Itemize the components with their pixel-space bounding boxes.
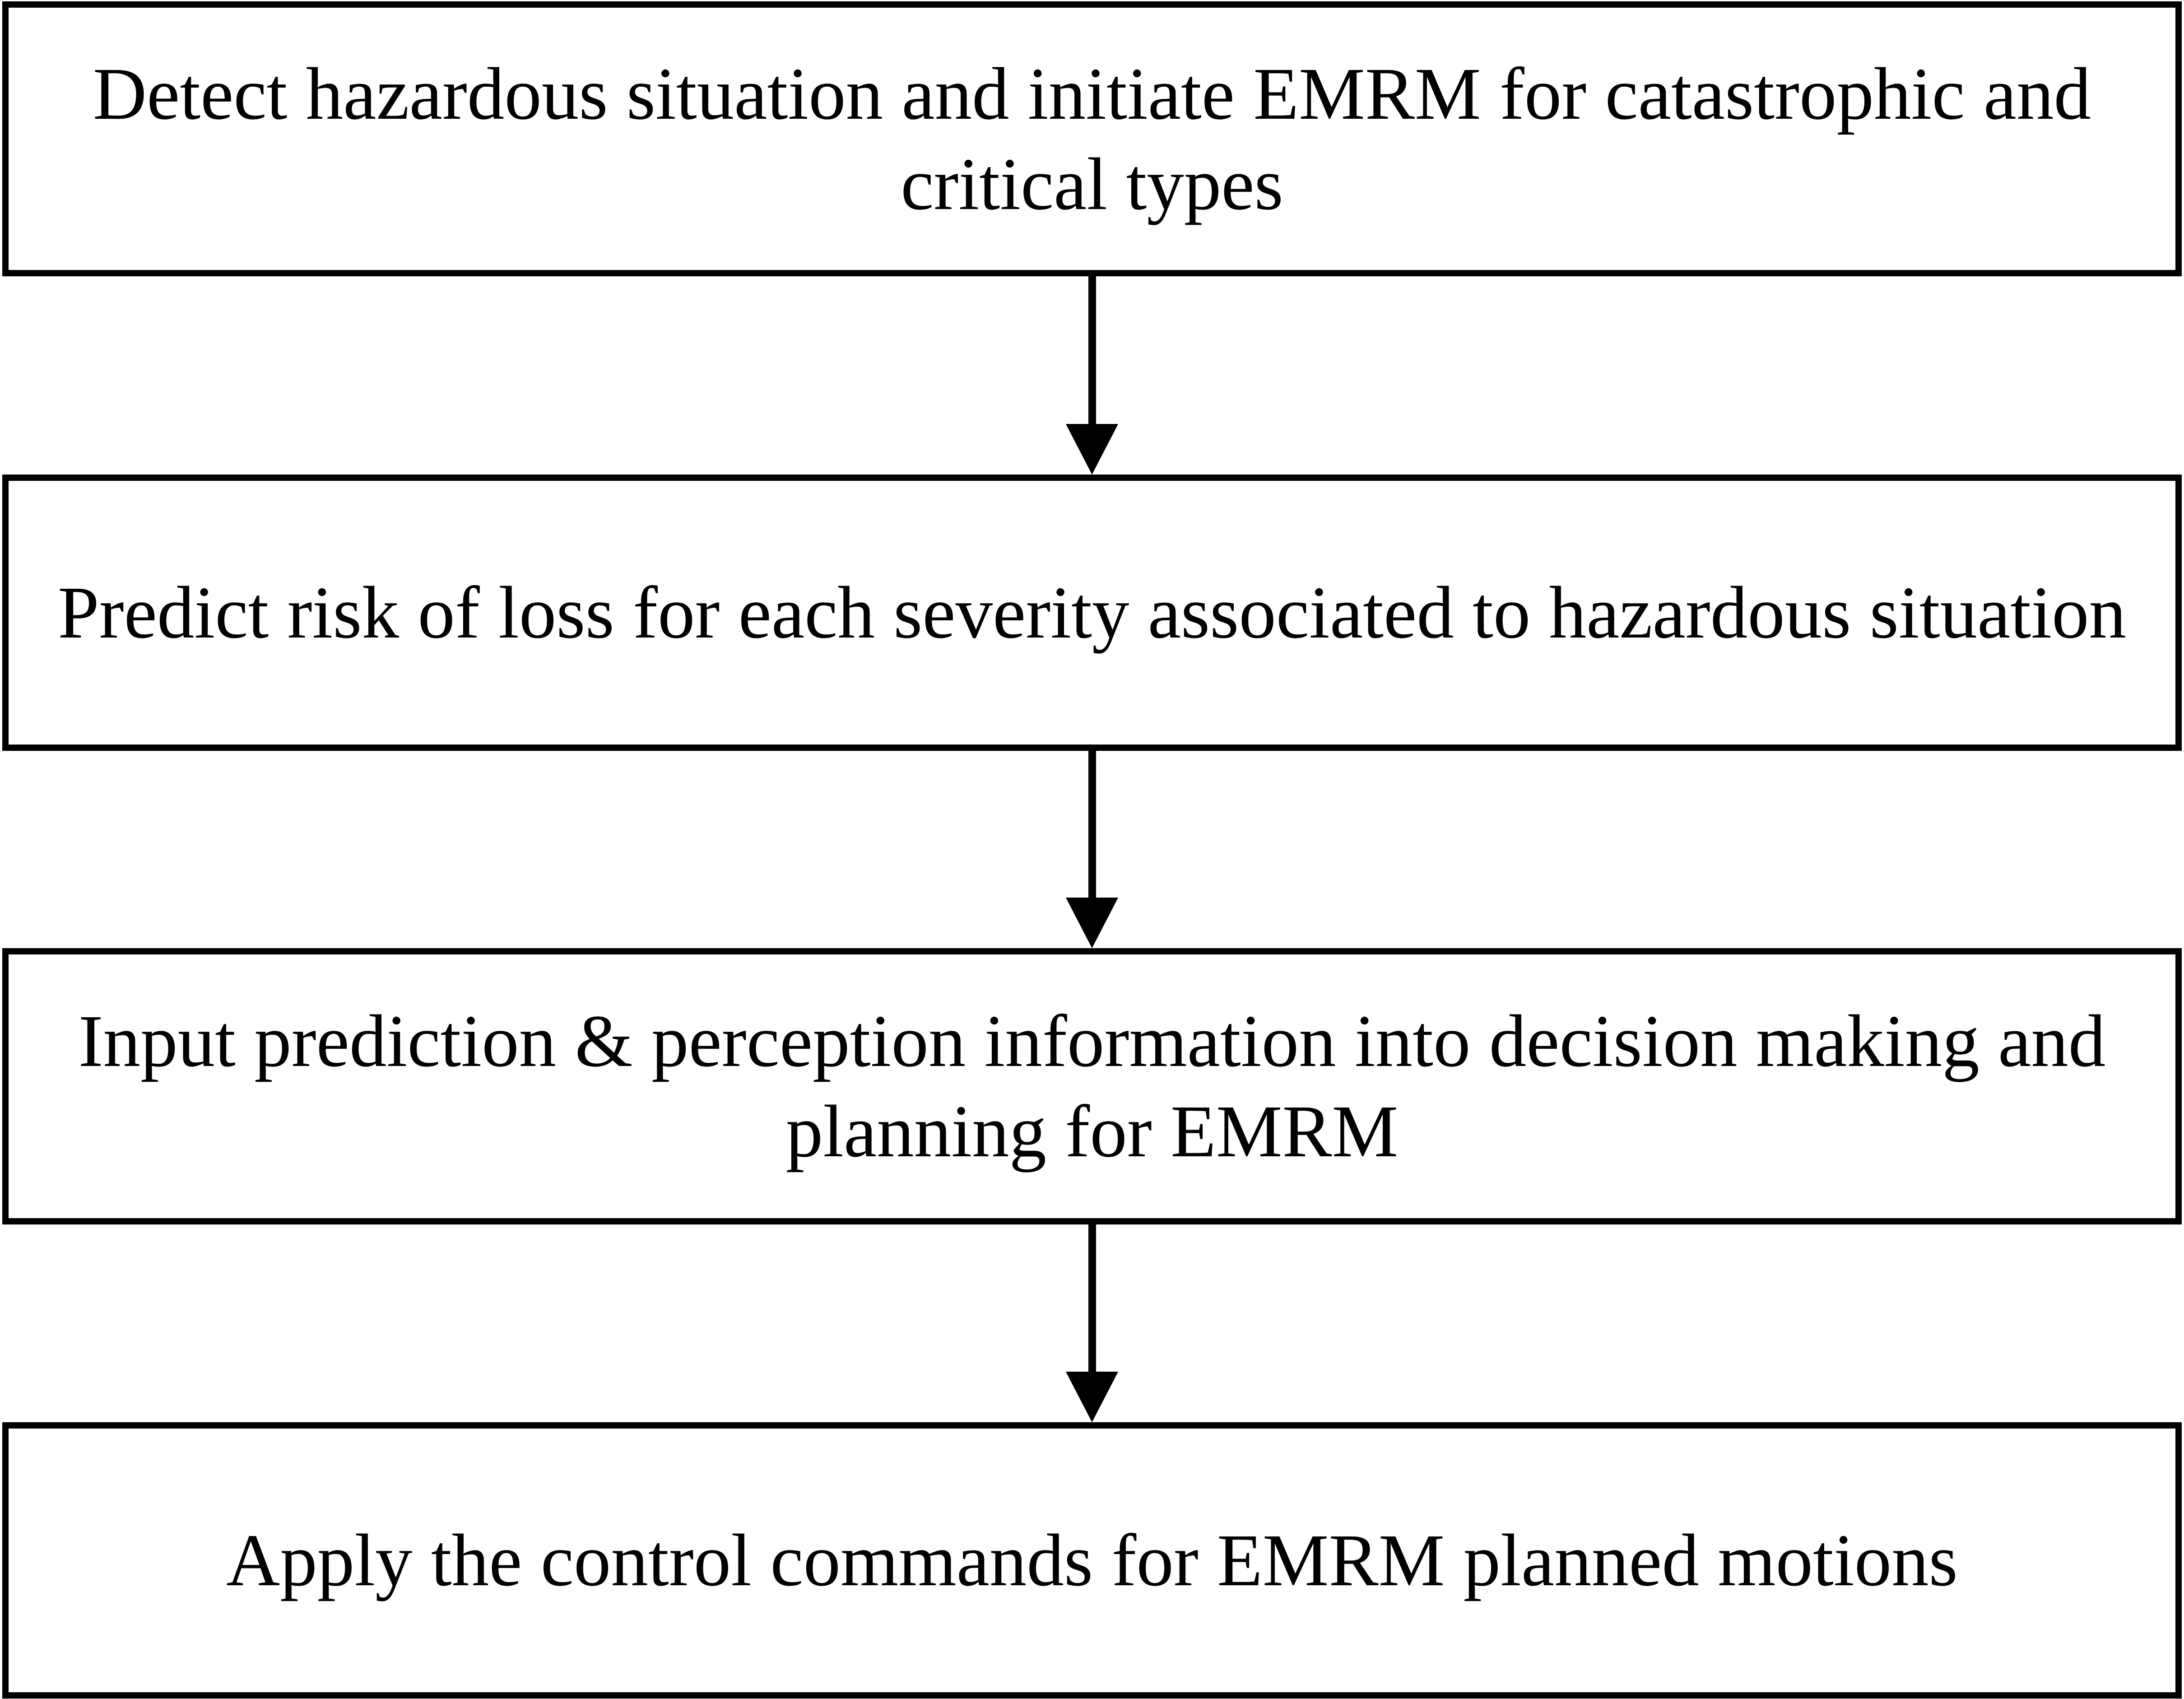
connector-arrow-stem: [1088, 749, 1096, 898]
flow-step-text-line: Detect hazardous situation and initiate …: [93, 52, 2091, 135]
flow-step-input-decision: Input prediction & perception informatio…: [2, 948, 2182, 1224]
flow-step-apply-control: Apply the control commands for EMRM plan…: [2, 1422, 2182, 1699]
flow-step-text-line: critical types: [901, 142, 1283, 225]
flow-step-text-line: Apply the control commands for EMRM plan…: [226, 1519, 1958, 1601]
connector-arrow-stem: [1088, 273, 1096, 425]
arrow-down-icon: [1066, 424, 1118, 475]
arrow-down-icon: [1066, 898, 1118, 948]
flow-step-text-line: planning for EMRM: [785, 1090, 1399, 1173]
flow-step-detect-hazard: Detect hazardous situation and initiate …: [2, 1, 2182, 276]
flow-step-text-line: Input prediction & perception informatio…: [78, 1000, 2106, 1082]
connector-arrow-stem: [1088, 1223, 1096, 1373]
arrow-down-icon: [1066, 1372, 1118, 1422]
flow-step-text-line: Predict risk of loss for each severity a…: [57, 571, 2127, 654]
flow-step-predict-risk: Predict risk of loss for each severity a…: [2, 475, 2182, 751]
